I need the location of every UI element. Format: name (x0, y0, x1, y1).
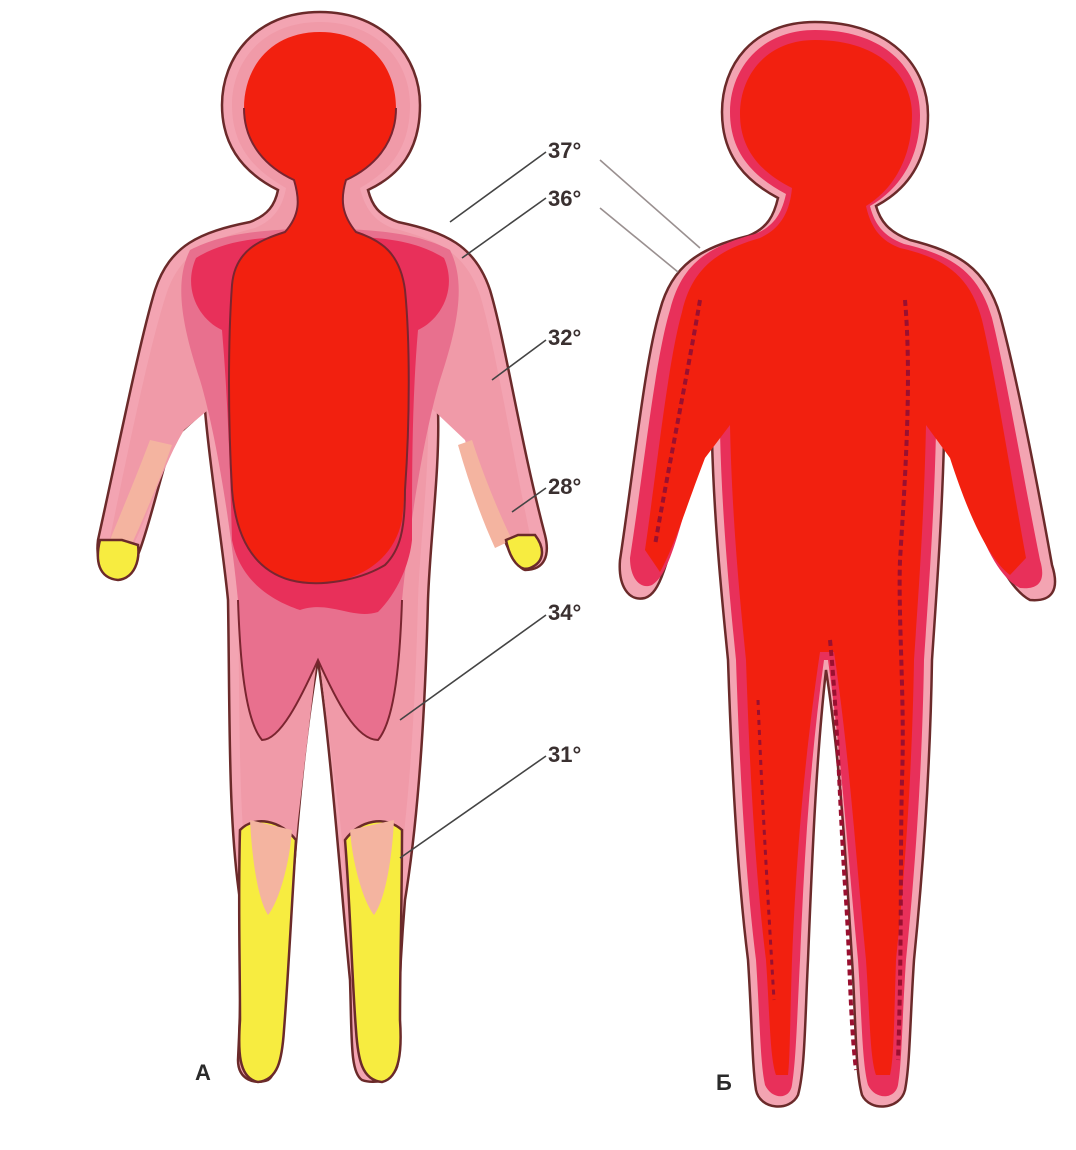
leader-37-b (600, 160, 700, 248)
label-31: 31° (548, 742, 581, 767)
figure-a-core (229, 32, 408, 584)
label-28: 28° (548, 474, 581, 499)
label-34: 34° (548, 600, 581, 625)
figure-a (97, 12, 546, 1082)
leader-36-a (462, 198, 546, 258)
figure-a-hand-left (98, 540, 139, 580)
figure-b (620, 22, 1055, 1106)
label-32: 32° (548, 325, 581, 350)
figure-b-core (645, 40, 1026, 1075)
temperature-labels: 37° 36° 32° 28° 34° 31° (548, 138, 581, 767)
panel-label-a: A (195, 1060, 211, 1085)
label-37: 37° (548, 138, 581, 163)
leader-37-a (450, 152, 546, 222)
figure-a-hand-right (506, 535, 542, 569)
label-36: 36° (548, 186, 581, 211)
leader-31 (400, 756, 546, 858)
panel-label-b: Б (716, 1070, 732, 1095)
